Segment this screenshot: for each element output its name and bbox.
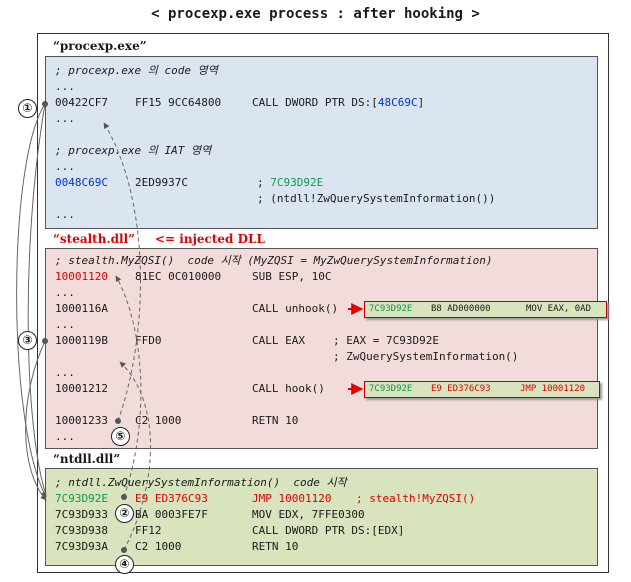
flow-step1-path xyxy=(27,103,47,496)
stealth-call-eax-instr: CALL EAX xyxy=(252,334,305,347)
ntdll-hooked-comment: ; stealth!MyZQSI() xyxy=(356,492,476,505)
ntdll-line3-bytes: FF12 xyxy=(135,524,162,537)
flow-dot xyxy=(121,494,127,500)
stealth-call-eax-bytes: FFD0 xyxy=(135,334,162,347)
procexp-iat-addr: 0048C69C xyxy=(55,176,108,189)
flow-step1-path xyxy=(16,103,47,498)
unhook-badge-instr: MOV EAX, 0AD xyxy=(526,304,592,314)
step-1-marker: ① xyxy=(18,99,37,118)
flow-step5-path xyxy=(103,122,141,422)
hook-patch-badge: 7C93D92E E9 ED376C93 JMP 10001120 xyxy=(364,381,600,398)
ntdll-hooked-addr: 7C93D92E xyxy=(55,492,108,505)
stealth-box xyxy=(45,248,598,449)
stealth-ellipsis: ... xyxy=(55,318,75,331)
stealth-ellipsis: ... xyxy=(55,286,75,299)
flow-step3-path xyxy=(25,340,47,501)
flow-dot xyxy=(115,418,121,424)
procexp-call-addr: 00422CF7 xyxy=(55,96,108,109)
stealth-retn-addr: 10001233 xyxy=(55,414,108,427)
step-5-marker: ⑤ xyxy=(111,427,130,446)
procexp-ellipsis: ... xyxy=(55,160,75,173)
flow-dot xyxy=(42,101,48,107)
ntdll-line4-addr: 7C93D93A xyxy=(55,540,108,553)
stealth-unhook-addr: 1000116A xyxy=(55,302,108,315)
stealth-call-eax-comment2: ; ZwQuerySystemInformation() xyxy=(333,350,519,363)
stealth-entry-bytes: 81EC 0C010000 xyxy=(135,270,222,283)
procexp-iat-value: 7C93D92E xyxy=(270,176,324,189)
hook-badge-addr: 7C93D92E xyxy=(369,384,413,394)
procexp-iat-semicolon: ; xyxy=(257,176,264,189)
flow-step2-path xyxy=(115,275,142,498)
step-2-marker: ② xyxy=(115,504,134,523)
ntdll-line4-instr: RETN 10 xyxy=(252,540,299,553)
flow-dot xyxy=(42,338,48,344)
segment-label-procexp: “procexp.exe” xyxy=(53,39,147,53)
hook-badge-instr: JMP 10001120 xyxy=(520,384,586,394)
stealth-hook-addr: 10001212 xyxy=(55,382,108,395)
ntdll-line2-instr: MOV EDX, 7FFE0300 xyxy=(252,508,365,521)
segment-label-ntdll: “ntdll.dll” xyxy=(53,452,121,466)
stealth-retn-bytes: C2 1000 xyxy=(135,414,182,427)
ntdll-line2-addr: 7C93D933 xyxy=(55,508,108,521)
stealth-ellipsis: ... xyxy=(55,366,75,379)
procexp-call-instr: CALL DWORD PTR DS:[ xyxy=(252,96,378,109)
procexp-call-bracket: ] xyxy=(417,96,425,109)
hook-badge-bytes: E9 ED376C93 xyxy=(431,384,491,394)
stealth-call-eax-addr: 1000119B xyxy=(55,334,108,347)
procexp-ellipsis: ... xyxy=(55,112,75,125)
procexp-call-target: 48C69C xyxy=(377,96,418,109)
procexp-ellipsis: ... xyxy=(55,208,75,221)
procexp-ellipsis: ... xyxy=(55,80,75,93)
flow-step4-path xyxy=(119,361,151,551)
procexp-box xyxy=(45,56,598,229)
stealth-hook-instr: CALL hook() xyxy=(252,382,325,395)
step-3-marker: ③ xyxy=(18,331,37,350)
step-4-marker: ④ xyxy=(115,555,134,574)
stealth-retn-instr: RETN 10 xyxy=(252,414,299,427)
procexp-code-comment: ; procexp.exe 의 code 영역 xyxy=(55,64,218,77)
ntdll-hooked-instr: JMP 10001120 xyxy=(252,492,332,505)
segment-label-stealth: “stealth.dll” xyxy=(53,232,136,246)
procexp-iat-symbol: ; (ntdll!ZwQuerySystemInformation()) xyxy=(257,192,496,205)
ntdll-header-comment: ; ntdll.ZwQuerySystemInformation() code … xyxy=(55,476,347,489)
unhook-badge-bytes: B8 AD000000 xyxy=(431,304,491,314)
flow-dot xyxy=(121,547,127,553)
ntdll-line3-addr: 7C93D938 xyxy=(55,524,108,537)
stealth-header-comment: ; stealth.MyZQSI() code 시작 (MyZQSI = MyZ… xyxy=(55,254,493,267)
ntdll-line3-instr: CALL DWORD PTR DS:[EDX] xyxy=(252,524,405,537)
ntdll-line4-bytes: C2 1000 xyxy=(135,540,182,553)
unhook-patch-badge: 7C93D92E B8 AD000000 MOV EAX, 0AD xyxy=(364,301,607,318)
procexp-call-bytes: FF15 9CC64800 xyxy=(135,96,222,109)
stealth-ellipsis: ... xyxy=(55,430,75,443)
procexp-iat-bytes: 2ED9937C xyxy=(135,176,188,189)
procexp-iat-comment: ; procexp.exe 의 IAT 영역 xyxy=(55,144,212,157)
stealth-entry-instr: SUB ESP, 10C xyxy=(252,270,332,283)
stealth-entry-addr: 10001120 xyxy=(55,270,108,283)
ntdll-box xyxy=(45,468,598,566)
stealth-unhook-instr: CALL unhook() xyxy=(252,302,339,315)
unhook-badge-addr: 7C93D92E xyxy=(369,304,413,314)
stealth-call-eax-comment: ; EAX = 7C93D92E xyxy=(333,334,439,347)
diagram-title: < procexp.exe process : after hooking > xyxy=(151,6,480,22)
injected-note: <= injected DLL xyxy=(155,232,265,246)
